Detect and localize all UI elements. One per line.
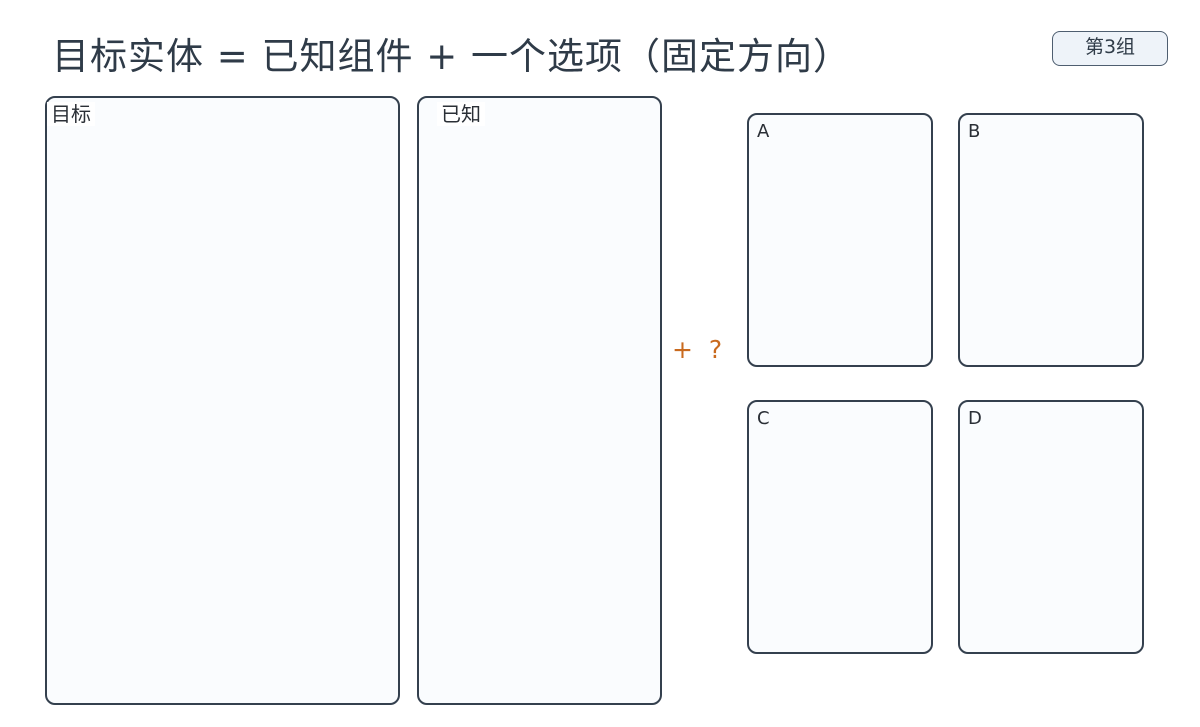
option-c-label: C (757, 408, 770, 429)
cube (834, 189, 886, 248)
cube (1021, 116, 1073, 176)
cube-right-face (859, 203, 886, 248)
cube-right-face (830, 533, 857, 578)
cube-right-face (1046, 131, 1073, 176)
cube (125, 221, 193, 299)
option-b-label: B (968, 121, 981, 142)
cube-right-face (460, 372, 495, 431)
cube (526, 334, 594, 412)
cube (1021, 403, 1073, 463)
known-label: 已知 (437, 102, 485, 126)
cube (780, 475, 832, 535)
cube-right-face (1046, 505, 1073, 550)
plus-question-operator: + ? (672, 335, 727, 364)
page-title: 目标实体 = 已知组件 + 一个选项（固定方向） (52, 35, 852, 78)
cube (1021, 490, 1073, 550)
cube (805, 519, 857, 578)
option-d-label: D (968, 408, 982, 429)
cube-right-face (559, 353, 594, 412)
cube-right-face (1046, 418, 1073, 463)
target-label: 目标 (47, 102, 95, 126)
cube-right-face (158, 240, 193, 299)
cube (427, 353, 495, 431)
group-badge: 第3组 (1052, 31, 1168, 66)
option-a-label: A (757, 121, 770, 142)
target-panel: 目标 (45, 96, 400, 705)
cube-right-face (805, 490, 832, 535)
